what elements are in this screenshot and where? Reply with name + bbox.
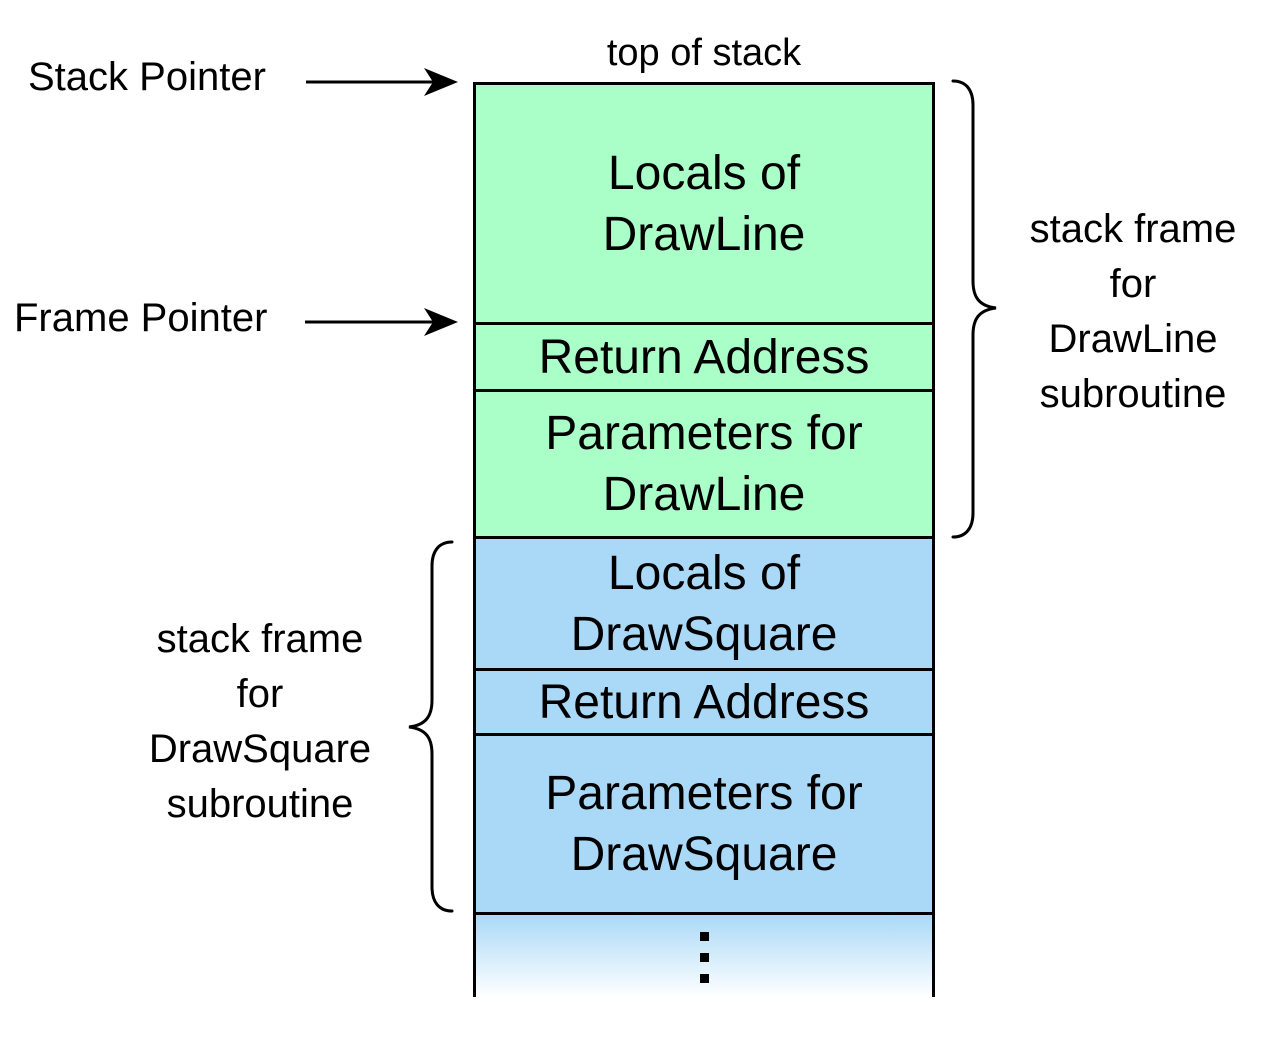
stack-cell-return-address-drawline: Return Address	[476, 325, 932, 392]
stack-column: Locals of DrawLine Return Address Parame…	[473, 82, 935, 1000]
drawline-frame-brace-icon	[951, 79, 997, 539]
ellipsis-dot	[699, 932, 709, 941]
stack-cell-return-address-drawsquare: Return Address	[476, 671, 932, 736]
stack-cell-params-drawline: Parameters for DrawLine	[476, 392, 932, 539]
drawline-frame-brace-label: stack frame for DrawLine subroutine	[1029, 207, 1237, 416]
stack-continuation-ellipsis	[476, 915, 932, 1000]
drawsquare-frame-brace-label: stack frame for DrawSquare subroutine	[148, 617, 372, 826]
stack-cell-locals-drawsquare: Locals of DrawSquare	[476, 539, 932, 671]
frame-pointer-label: Frame Pointer	[14, 296, 268, 340]
stack-cell-locals-drawline: Locals of DrawLine	[476, 85, 932, 325]
stack-cell-params-drawsquare: Parameters for DrawSquare	[476, 736, 932, 915]
ellipsis-dot	[699, 974, 709, 983]
drawsquare-frame-brace-icon	[408, 540, 454, 913]
stack-pointer-arrow-icon	[306, 68, 458, 96]
frame-pointer-arrow-icon	[305, 308, 458, 336]
stack-pointer-label: Stack Pointer	[28, 55, 266, 99]
top-of-stack-label: top of stack	[606, 32, 802, 74]
ellipsis-dot	[699, 953, 709, 962]
